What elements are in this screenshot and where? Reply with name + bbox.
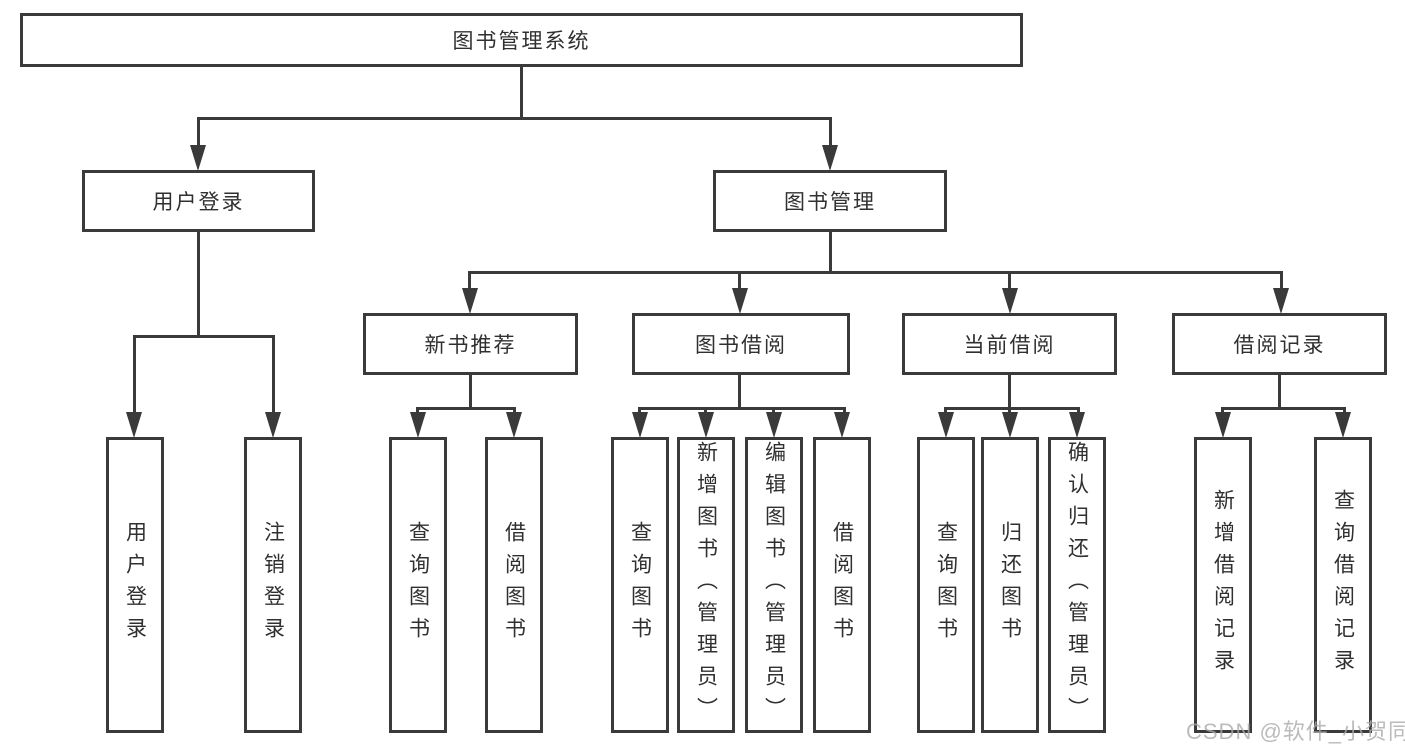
arrowhead-borrowing-records [1273, 288, 1289, 314]
node-book-management-label: 图书管理 [784, 191, 876, 214]
arrowhead-leaf-logout [265, 412, 281, 438]
arrowhead-leaf [766, 412, 782, 438]
connector-current-splitter [944, 407, 1080, 410]
arrowhead-book-management [822, 145, 838, 171]
arrowhead-new-book-recommend [462, 288, 478, 314]
arrowhead-current-borrowing [1002, 288, 1018, 314]
leaf-return-book: 归还图书 [981, 437, 1039, 733]
arrowhead-leaf [1069, 412, 1085, 438]
leaf-query-books-borrowing: 查询图书 [611, 437, 669, 733]
leaf-borrow-books-borrowing-label: 借阅图书 [830, 521, 854, 649]
connector-drop [1343, 407, 1346, 416]
connector-recommend-stub [469, 375, 472, 410]
arrowhead-leaf [506, 412, 522, 438]
leaf-user-login-label: 用户登录 [123, 521, 147, 649]
connector-drop [1077, 407, 1080, 416]
connector-drop-leaf-user-login [133, 335, 136, 414]
leaf-query-borrow-record: 查询借阅记录 [1314, 437, 1372, 733]
node-new-book-recommend-label: 新书推荐 [424, 334, 517, 357]
node-new-book-recommend: 新书推荐 [363, 313, 578, 375]
node-borrowing-records-label: 借阅记录 [1233, 334, 1326, 357]
leaf-add-borrow-record-label: 新增借阅记录 [1211, 489, 1235, 681]
node-current-borrowing: 当前借阅 [902, 313, 1117, 375]
connector-drop [944, 407, 947, 416]
leaf-add-book-admin: 新增图书（管理员） [677, 437, 735, 733]
connector-root-splitter [197, 117, 832, 120]
connector-drop-book-management [829, 117, 832, 147]
leaf-edit-book-admin-label: 编辑图书（管理员） [762, 441, 786, 729]
arrowhead-user-login [190, 145, 206, 171]
connector-book-management-stub [829, 232, 832, 274]
connector-drop-user-login [197, 117, 200, 147]
arrowhead-leaf [410, 412, 426, 438]
arrowhead-leaf [1002, 412, 1018, 438]
arrowhead-leaf [938, 412, 954, 438]
leaf-query-books-current-label: 查询图书 [934, 521, 958, 649]
connector-drop [513, 407, 516, 416]
leaf-logout-label: 注销登录 [261, 521, 285, 649]
connector-root-stub [520, 67, 523, 120]
connector-user-login-stub [197, 232, 200, 338]
connector-recommend-splitter [416, 407, 516, 410]
arrowhead-book-borrowing [732, 288, 748, 314]
arrowhead-leaf [698, 412, 714, 438]
node-current-borrowing-label: 当前借阅 [963, 334, 1056, 357]
connector-drop-current-borrowing [1008, 271, 1011, 290]
connector-records-stub [1278, 375, 1281, 410]
leaf-return-book-label: 归还图书 [998, 521, 1022, 649]
node-borrowing-records: 借阅记录 [1172, 313, 1387, 375]
connector-book-management-splitter [468, 271, 1283, 274]
node-book-borrowing: 图书借阅 [632, 313, 850, 375]
connector-borrowing-splitter [638, 407, 846, 410]
leaf-query-books-borrowing-label: 查询图书 [628, 521, 652, 649]
arrowhead-leaf-user-login [126, 412, 142, 438]
connector-drop-borrowing-records [1280, 271, 1283, 290]
leaf-borrow-books-borrowing: 借阅图书 [813, 437, 871, 733]
leaf-edit-book-admin: 编辑图书（管理员） [745, 437, 803, 733]
node-root: 图书管理系统 [20, 13, 1023, 67]
connector-drop [416, 407, 419, 416]
connector-drop [843, 407, 846, 416]
leaf-query-books-current: 查询图书 [917, 437, 975, 733]
connector-current-stub [1008, 375, 1011, 410]
leaf-confirm-return-admin: 确认归还（管理员） [1048, 437, 1106, 733]
leaf-query-books-recommend-label: 查询图书 [406, 521, 430, 649]
arrowhead-leaf [1335, 412, 1351, 438]
leaf-add-borrow-record: 新增借阅记录 [1194, 437, 1252, 733]
node-root-label: 图书管理系统 [452, 30, 591, 53]
connector-drop [1008, 407, 1011, 416]
connector-drop-book-borrowing [738, 271, 741, 290]
leaf-add-book-admin-label: 新增图书（管理员） [694, 441, 718, 729]
leaf-borrow-books-recommend-label: 借阅图书 [502, 521, 526, 649]
leaf-confirm-return-admin-label: 确认归还（管理员） [1065, 441, 1089, 729]
leaf-query-borrow-record-label: 查询借阅记录 [1331, 489, 1355, 681]
leaf-logout: 注销登录 [244, 437, 302, 733]
connector-records-splitter [1221, 407, 1346, 410]
connector-borrowing-stub [738, 375, 741, 410]
connector-drop [704, 407, 707, 416]
node-user-login: 用户登录 [82, 170, 315, 232]
connector-drop [772, 407, 775, 416]
node-book-borrowing-label: 图书借阅 [695, 334, 787, 357]
csdn-watermark: CSDN @软件_小贺同学 [1186, 719, 1405, 744]
leaf-borrow-books-recommend: 借阅图书 [485, 437, 543, 733]
connector-user-login-splitter [133, 335, 275, 338]
connector-drop [638, 407, 641, 416]
node-book-management: 图书管理 [713, 170, 947, 232]
leaf-user-login: 用户登录 [106, 437, 164, 733]
arrowhead-leaf [1215, 412, 1231, 438]
leaf-query-books-recommend: 查询图书 [389, 437, 447, 733]
connector-drop [1221, 407, 1224, 416]
arrowhead-leaf [834, 412, 850, 438]
node-user-login-label: 用户登录 [152, 191, 245, 214]
connector-drop-new-book-recommend [468, 271, 471, 290]
arrowhead-leaf [632, 412, 648, 438]
connector-drop-leaf-logout [272, 335, 275, 414]
